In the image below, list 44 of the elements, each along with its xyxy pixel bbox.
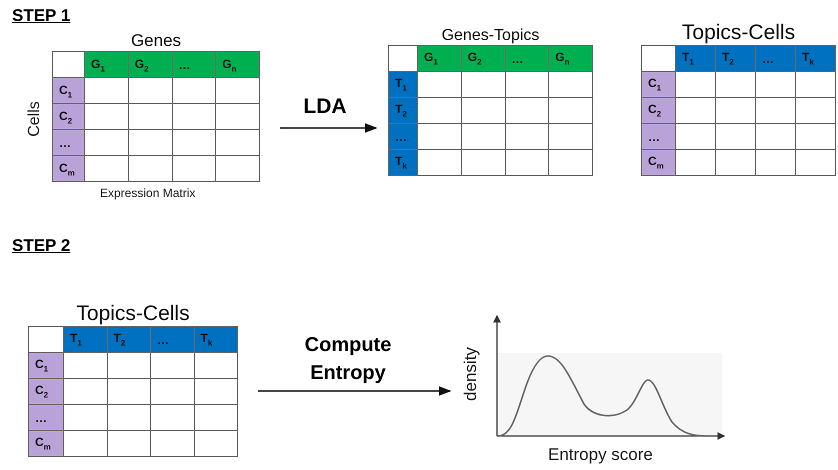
row-header: T$_{k}$	[389, 150, 417, 176]
column-header: T$_{1}$	[676, 46, 715, 72]
row-header: C$_{m}$	[53, 156, 84, 182]
row-header: C$_{m}$	[642, 150, 675, 176]
row-header: T$_{2}$	[389, 98, 417, 124]
axis-label: Entropy score	[548, 445, 653, 465]
step-heading: STEP 2	[12, 236, 70, 256]
column-header: T$_{k}$	[796, 46, 835, 72]
matrix-title: Genes	[130, 31, 182, 52]
matrix-title: Topics-Cells	[76, 301, 190, 326]
column-header: G$_{n}$	[549, 46, 592, 72]
row-header: C$_{2}$	[29, 379, 63, 404]
column-header: …	[506, 46, 548, 72]
row-header: …	[642, 124, 675, 150]
column-header: T$_{2}$	[716, 46, 755, 72]
column-header: G$_{1}$	[85, 52, 128, 78]
column-header: G$_{2}$	[462, 46, 504, 72]
row-header: …	[29, 405, 63, 430]
column-header: G$_{2}$	[128, 52, 172, 78]
arrow	[280, 123, 378, 133]
row-header: C$_{m}$	[29, 431, 63, 456]
column-header: G$_{1}$	[418, 46, 461, 72]
arrow	[258, 386, 452, 396]
row-header: C$_{2}$	[642, 98, 675, 124]
column-header: …	[756, 46, 795, 72]
row-header: C$_{1}$	[29, 353, 63, 378]
matrix-caption: Cells	[26, 101, 44, 137]
axis-label: density	[460, 347, 481, 401]
column-header: T$_{2}$	[108, 327, 150, 352]
column-header: T$_{1}$	[64, 327, 106, 352]
row-header: C$_{2}$	[53, 104, 84, 130]
row-header: …	[53, 130, 84, 156]
row-header: C$_{1}$	[53, 78, 84, 104]
column-header: G$_{n}$	[216, 52, 259, 78]
step-heading: STEP 1	[12, 6, 70, 26]
matrix-title: Genes-Topics	[442, 26, 540, 46]
matrix-caption: Expression Matrix	[100, 186, 196, 200]
column-header: T$_{k}$	[194, 327, 237, 352]
row-header: T$_{1}$	[389, 72, 417, 98]
row-header: C$_{1}$	[642, 72, 675, 98]
column-header: …	[151, 327, 194, 352]
row-header: …	[389, 124, 417, 150]
matrix-title: Topics-Cells	[682, 20, 796, 46]
column-header: …	[172, 52, 216, 78]
